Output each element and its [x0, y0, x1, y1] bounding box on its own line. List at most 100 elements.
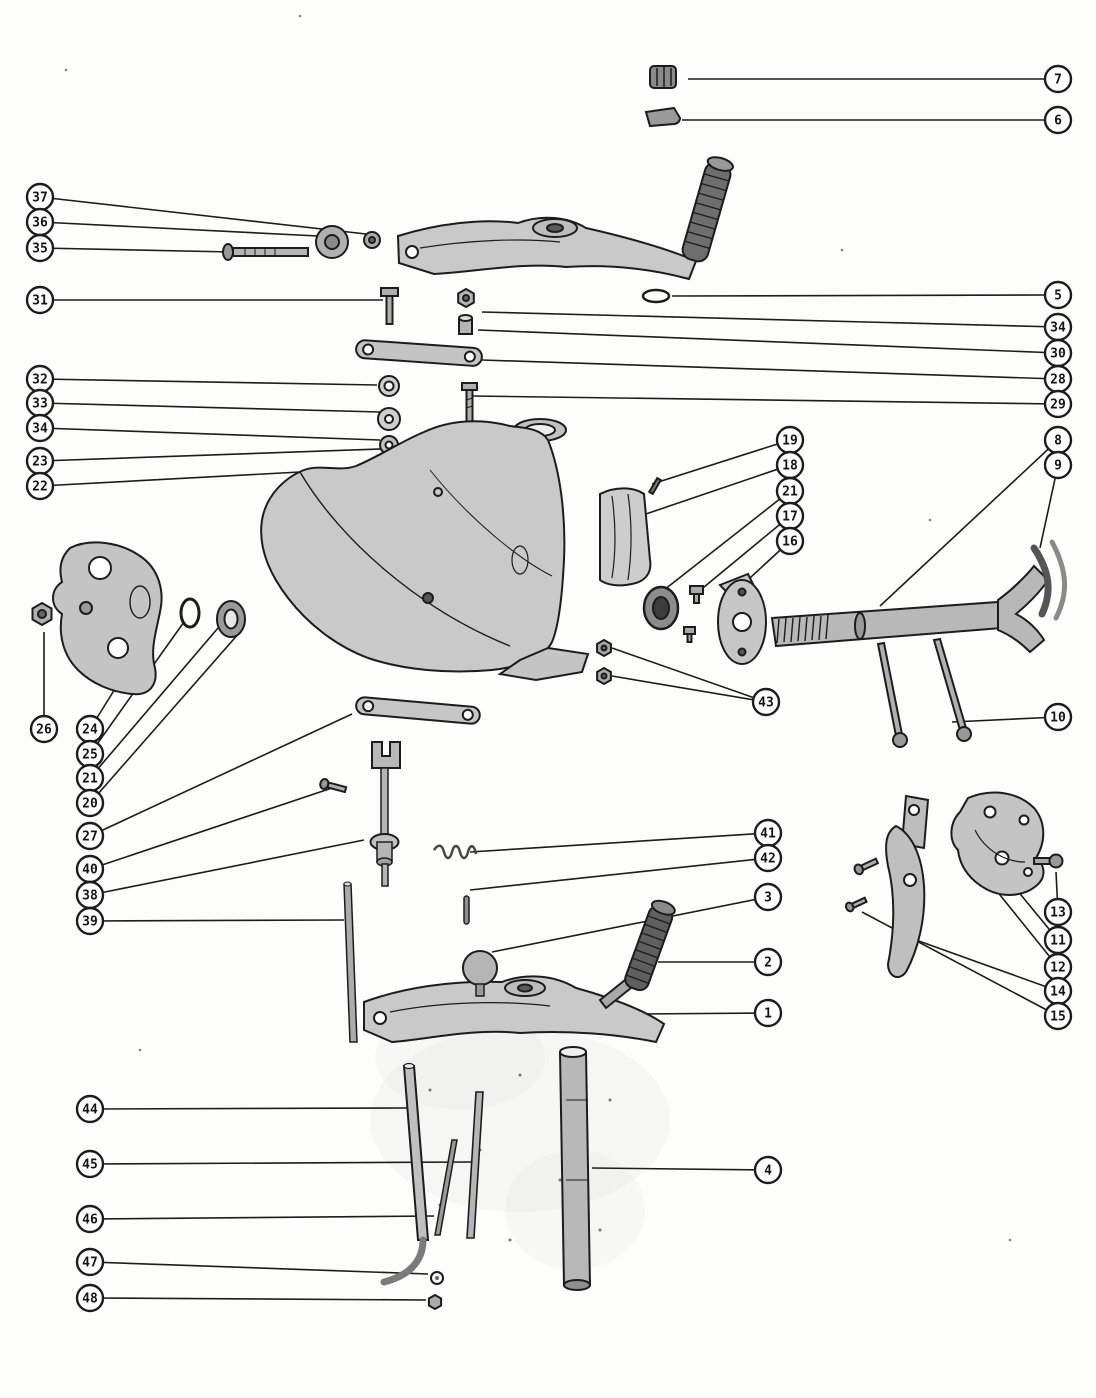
- svg-text:26: 26: [36, 723, 52, 738]
- callout-36: 36: [25, 207, 55, 237]
- part-link-27: [355, 696, 481, 725]
- part-arm-14: [885, 824, 926, 979]
- svg-text:21: 21: [82, 772, 98, 787]
- callout-42: 42: [753, 843, 783, 873]
- leader-line-32: [39, 378, 378, 386]
- part-friction-pad: [644, 106, 682, 128]
- svg-text:36: 36: [32, 216, 48, 231]
- svg-text:37: 37: [32, 191, 48, 206]
- part-bolt-15b: [844, 896, 868, 913]
- callout-21: 21: [775, 476, 805, 506]
- callout-33: 33: [25, 388, 55, 418]
- svg-text:15: 15: [1050, 1010, 1066, 1025]
- part-pin-19: [647, 476, 663, 496]
- part-cap-36: [315, 225, 349, 259]
- leader-line-43: [611, 675, 767, 703]
- callout-41: 41: [753, 818, 783, 848]
- callout-3: 3: [753, 882, 783, 912]
- leader-line-41: [469, 832, 769, 853]
- svg-text:43: 43: [758, 696, 774, 711]
- svg-text:38: 38: [82, 889, 98, 904]
- part-steering-shaft-8: [770, 564, 1050, 654]
- callout-2: 2: [753, 947, 783, 977]
- callout-14: 14: [1043, 976, 1073, 1006]
- callout-23: 23: [25, 446, 55, 476]
- part-grommet-21: [642, 585, 680, 631]
- svg-text:47: 47: [82, 1256, 98, 1271]
- callout-20: 20: [75, 788, 105, 818]
- callout-13: 13: [1043, 897, 1073, 927]
- leader-line-44: [89, 1107, 409, 1110]
- part-swivel-bracket-casting: [260, 418, 590, 682]
- svg-text:31: 31: [32, 294, 48, 309]
- callout-24: 24: [75, 714, 105, 744]
- svg-text:34: 34: [1050, 321, 1066, 336]
- part-flange-plate-16: [717, 572, 767, 665]
- callout-46: 46: [75, 1204, 105, 1234]
- part-seal-20: [216, 600, 246, 638]
- callout-30: 30: [1043, 338, 1073, 368]
- leader-line-30: [477, 329, 1059, 354]
- svg-text:7: 7: [1054, 73, 1062, 88]
- leader-line-47: [89, 1261, 429, 1275]
- leader-line-3: [491, 896, 769, 953]
- svg-text:20: 20: [82, 797, 98, 812]
- part-crescent-9: [1030, 539, 1067, 621]
- svg-text:3: 3: [764, 891, 772, 906]
- svg-text:41: 41: [760, 827, 776, 842]
- svg-text:13: 13: [1050, 906, 1066, 921]
- callout-37: 37: [25, 182, 55, 212]
- part-bolt-31: [380, 287, 399, 325]
- callout-28: 28: [1043, 364, 1073, 394]
- leader-line-21: [89, 627, 219, 779]
- svg-text:4: 4: [764, 1164, 772, 1179]
- part-bolt-17: [683, 585, 704, 643]
- svg-text:1: 1: [764, 1007, 772, 1022]
- callout-5: 5: [1043, 280, 1073, 310]
- callout-8: 8: [1043, 425, 1073, 455]
- callout-7: 7: [1043, 64, 1073, 94]
- svg-text:9: 9: [1054, 459, 1062, 474]
- svg-text:18: 18: [782, 459, 798, 474]
- leader-line-45: [89, 1161, 473, 1165]
- svg-text:14: 14: [1050, 985, 1066, 1000]
- leader-line-40: [89, 785, 339, 870]
- leader-line-12: [995, 889, 1059, 968]
- callout-1: 1: [753, 998, 783, 1028]
- part-tube-44: [380, 1062, 430, 1286]
- leader-line-34: [39, 427, 381, 441]
- leader-line-46: [89, 1215, 435, 1220]
- svg-text:33: 33: [32, 397, 48, 412]
- svg-text:22: 22: [32, 480, 48, 495]
- svg-text:30: 30: [1050, 347, 1066, 362]
- part-shaft-assembly-38: [369, 741, 401, 887]
- callout-45: 45: [75, 1149, 105, 1179]
- callout-12: 12: [1043, 952, 1073, 982]
- part-nut-37: [363, 231, 381, 249]
- svg-text:16: 16: [782, 535, 798, 550]
- leader-line-17: [697, 515, 791, 593]
- part-rod-45: [466, 1091, 484, 1239]
- callout-6: 6: [1043, 105, 1073, 135]
- callout-22: 22: [25, 471, 55, 501]
- leader-line-1: [633, 1012, 769, 1015]
- part-screw-40: [319, 777, 348, 794]
- part-steering-arm-upper: [396, 216, 698, 281]
- part-shield-plate-18: [599, 487, 652, 587]
- part-twist-grip-upper: [681, 156, 734, 263]
- svg-text:12: 12: [1050, 961, 1066, 976]
- svg-text:28: 28: [1050, 373, 1066, 388]
- part-spring-41: [432, 844, 478, 860]
- leader-line-19: [651, 439, 791, 485]
- leader-line-8: [879, 439, 1059, 607]
- callout-34: 34: [25, 413, 55, 443]
- part-pin-42: [463, 895, 470, 925]
- callout-39: 39: [75, 906, 105, 936]
- svg-text:6: 6: [1054, 114, 1062, 129]
- callout-10: 10: [1043, 702, 1073, 732]
- part-rod-39: [343, 881, 358, 1043]
- part-steering-arm-lower: [363, 966, 666, 1044]
- callout-32: 32: [25, 364, 55, 394]
